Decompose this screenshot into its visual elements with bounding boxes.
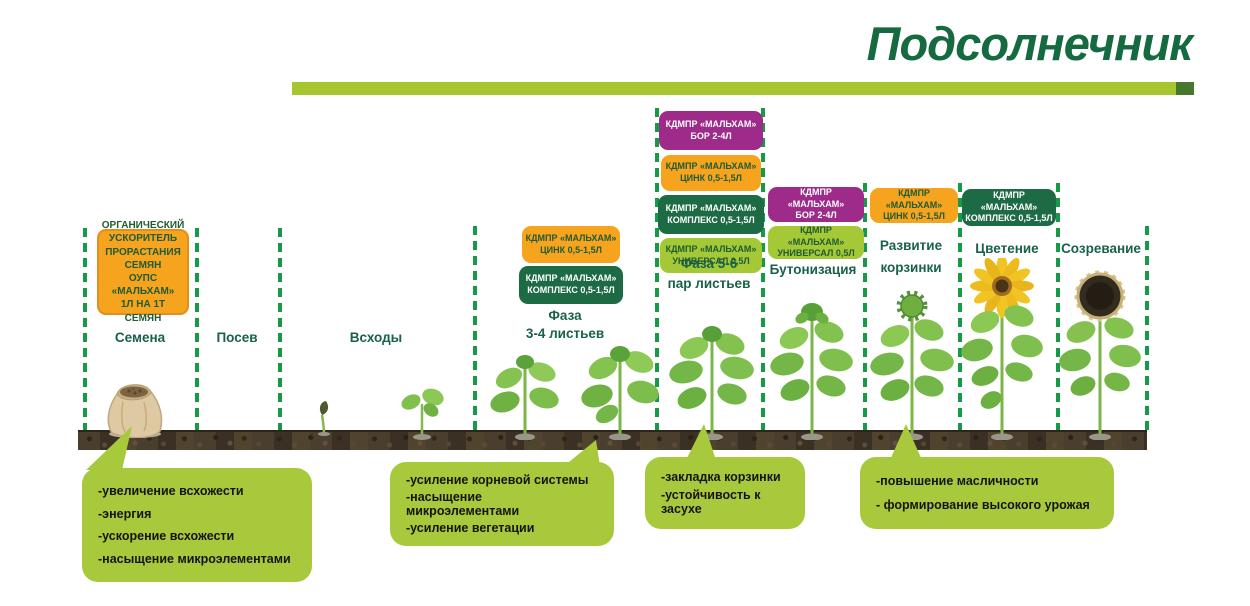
product-line-text: КДМПР «МАЛЬХАМ»: [665, 161, 757, 172]
head-development-plant-image: [870, 290, 954, 440]
product-box-complex-phase56: КДМПР «МАЛЬХАМ» КОМПЛЕКС 0,5-1,5Л: [658, 195, 764, 234]
stage-divider-line: [278, 228, 282, 430]
ripening-sunflower-image: [1059, 270, 1141, 440]
product-line-text: 1Л НА 1Т СЕМЯН: [120, 299, 166, 324]
stage-divider-line: [958, 183, 962, 430]
product-line-text: БОР 2-4Л: [795, 210, 837, 221]
title-bar-dark-cap: [1176, 82, 1194, 95]
benefit-item: -усиление корневой системы: [406, 473, 589, 487]
leafy-plant-image: [669, 326, 754, 440]
page-title: Подсолнечник: [866, 17, 1193, 70]
product-line-text: КДМПР «МАЛЬХАМ»: [787, 186, 845, 209]
benefit-item: - формирование высокого урожая: [876, 497, 1090, 512]
callout-benefits-seeds: -увеличение всхожести -энергия -ускорени…: [82, 468, 312, 582]
stage-label-phase34-line1: Фаза: [548, 308, 582, 323]
stage-label-ripening: Созревание: [1061, 241, 1141, 256]
stage-label-sprouts: Всходы: [349, 330, 403, 345]
benefit-item: -насыщение микроэлементами: [98, 551, 291, 566]
callout-benefits-vegetation: -усиление корневой системы -насыщение ми…: [390, 462, 614, 546]
product-box-universal-phase56: КДМПР «МАЛЬХАМ» УНИВЕРСАЛ 0,5Л: [660, 238, 762, 273]
stage-divider-line: [655, 108, 659, 430]
product-line-text: ЦИНК 0,5-1,5Л: [883, 211, 945, 222]
product-line-text: ПРОРАСТАНИЯ: [105, 246, 181, 258]
stage-label-phase34-line2: 3-4 листьев: [525, 326, 605, 341]
benefit-item: -увеличение всхожести: [98, 484, 244, 499]
benefit-item: -закладка корзинки: [661, 469, 781, 484]
stage-divider-line: [863, 183, 867, 430]
young-plant-image: [581, 346, 659, 440]
callout-tail-icon: [564, 440, 600, 466]
stage-label-head-line1: Развитие: [879, 238, 943, 253]
product-line-text: КДМПР «МАЛЬХАМ»: [665, 202, 757, 213]
benefit-item: -энергия: [98, 506, 152, 521]
product-box-bor-phase56: КДМПР «МАЛЬХАМ» БОР 2-4Л: [659, 111, 763, 150]
product-line-text: ЦИНК 0,5-1,5Л: [540, 244, 602, 255]
flowering-sunflower-image: [961, 258, 1043, 440]
product-line-text: КДМПР «МАЛЬХАМ»: [525, 273, 617, 284]
benefit-item: -усиление вегетации: [406, 521, 535, 535]
product-line-text: КДМПР «МАЛЬХАМ»: [525, 232, 617, 243]
product-line-text: КДМПР «МАЛЬХАМ»: [787, 224, 845, 247]
stage-divider-line: [473, 226, 477, 430]
product-line-text: КОМПЛЕКС 0,5-1,5Л: [527, 285, 615, 295]
benefit-item: -повышение масличности: [876, 474, 1039, 489]
benefit-item: -устойчивость к засухе: [661, 488, 761, 517]
product-line-text: УНИВЕРСАЛ 0,5Л: [777, 248, 855, 259]
benefit-item: -ускорение всхожести: [98, 529, 235, 544]
product-box-oups-malham: ОРГАНИЧЕСКИЙ УСКОРИТЕЛЬ ПРОРАСТАНИЯ СЕМЯ…: [97, 220, 189, 324]
product-box-universal-budding: КДМПР «МАЛЬХАМ» УНИВЕРСАЛ 0,5Л: [768, 224, 864, 259]
product-line-text: УСКОРИТЕЛЬ: [108, 233, 178, 245]
soil-strip: [78, 430, 1147, 450]
product-line-text: ОРГАНИЧЕСКИЙ: [101, 220, 185, 232]
product-line-text: КОМПЛЕКС 0,5-1,5Л: [667, 214, 755, 225]
callout-tail-icon: [686, 424, 716, 460]
stage-divider-line: [761, 108, 765, 430]
product-box-complex-flowering: КДМПР «МАЛЬХАМ» КОМПЛЕКС 0,5-1,5Л: [962, 189, 1056, 226]
product-line-text: КДМПР «МАЛЬХАМ»: [980, 189, 1038, 212]
stage-label-seeds: Семена: [114, 330, 166, 345]
seedling-image: [401, 388, 444, 440]
budding-plant-image: [770, 303, 853, 440]
stage-divider-line: [83, 228, 87, 430]
product-box-complex-phase34: КДМПР «МАЛЬХАМ» КОМПЛЕКС 0,5-1,5Л: [519, 266, 623, 304]
product-line-text: ЦИНК 0,5-1,5Л: [680, 173, 742, 183]
seed-bag-image: [107, 384, 163, 438]
stage-divider-line: [195, 228, 199, 430]
product-box-bor-budding: КДМПР «МАЛЬХАМ» БОР 2-4Л: [768, 187, 864, 222]
product-line-text: ОУПС «МАЛЬХАМ»: [111, 273, 175, 298]
product-line-text: КДМПР «МАЛЬХАМ»: [665, 243, 757, 254]
product-line-text: КДМПР «МАЛЬХАМ»: [665, 118, 757, 129]
stage-divider-line: [1056, 183, 1060, 430]
stage-divider-line: [1145, 226, 1149, 430]
stage-label-flowering: Цветение: [975, 241, 1039, 256]
title-underline-bar: [292, 82, 1194, 95]
callout-tail-icon: [86, 426, 132, 470]
callout-benefits-yield: -повышение масличности - формирование вы…: [860, 457, 1114, 529]
product-box-zinc-phase56: КДМПР «МАЛЬХАМ» ЦИНК 0,5-1,5Л: [661, 155, 761, 191]
product-box-zinc-head: КДМПР «МАЛЬХАМ» ЦИНК 0,5-1,5Л: [870, 188, 958, 223]
stage-label-phase56-line1: Фаза 5-6: [680, 256, 738, 271]
callout-benefits-head-setting: -закладка корзинки -устойчивость к засух…: [645, 457, 805, 529]
callout-tail-icon: [890, 424, 922, 460]
young-plant-image: [490, 355, 559, 440]
product-line-text: БОР 2-4Л: [690, 130, 732, 141]
product-box-zinc-phase34: КДМПР «МАЛЬХАМ» ЦИНК 0,5-1,5Л: [522, 226, 620, 263]
product-line-text: УНИВЕРСАЛ 0,5Л: [672, 255, 750, 266]
stage-label-sowing: Посев: [216, 330, 258, 345]
product-line-text: КОМПЛЕКС 0,5-1,5Л: [965, 213, 1053, 224]
benefit-item: -насыщение микроэлементами: [406, 490, 520, 518]
stage-label-head-line2: корзинки: [880, 260, 942, 275]
stage-label-phase56-line2: пар листьев: [667, 276, 751, 291]
stage-label-budding: Бутонизация: [769, 262, 857, 277]
product-line-text: КДМПР «МАЛЬХАМ»: [885, 187, 943, 210]
sprout-image: [318, 401, 330, 436]
product-line-text: СЕМЯН: [124, 259, 162, 271]
